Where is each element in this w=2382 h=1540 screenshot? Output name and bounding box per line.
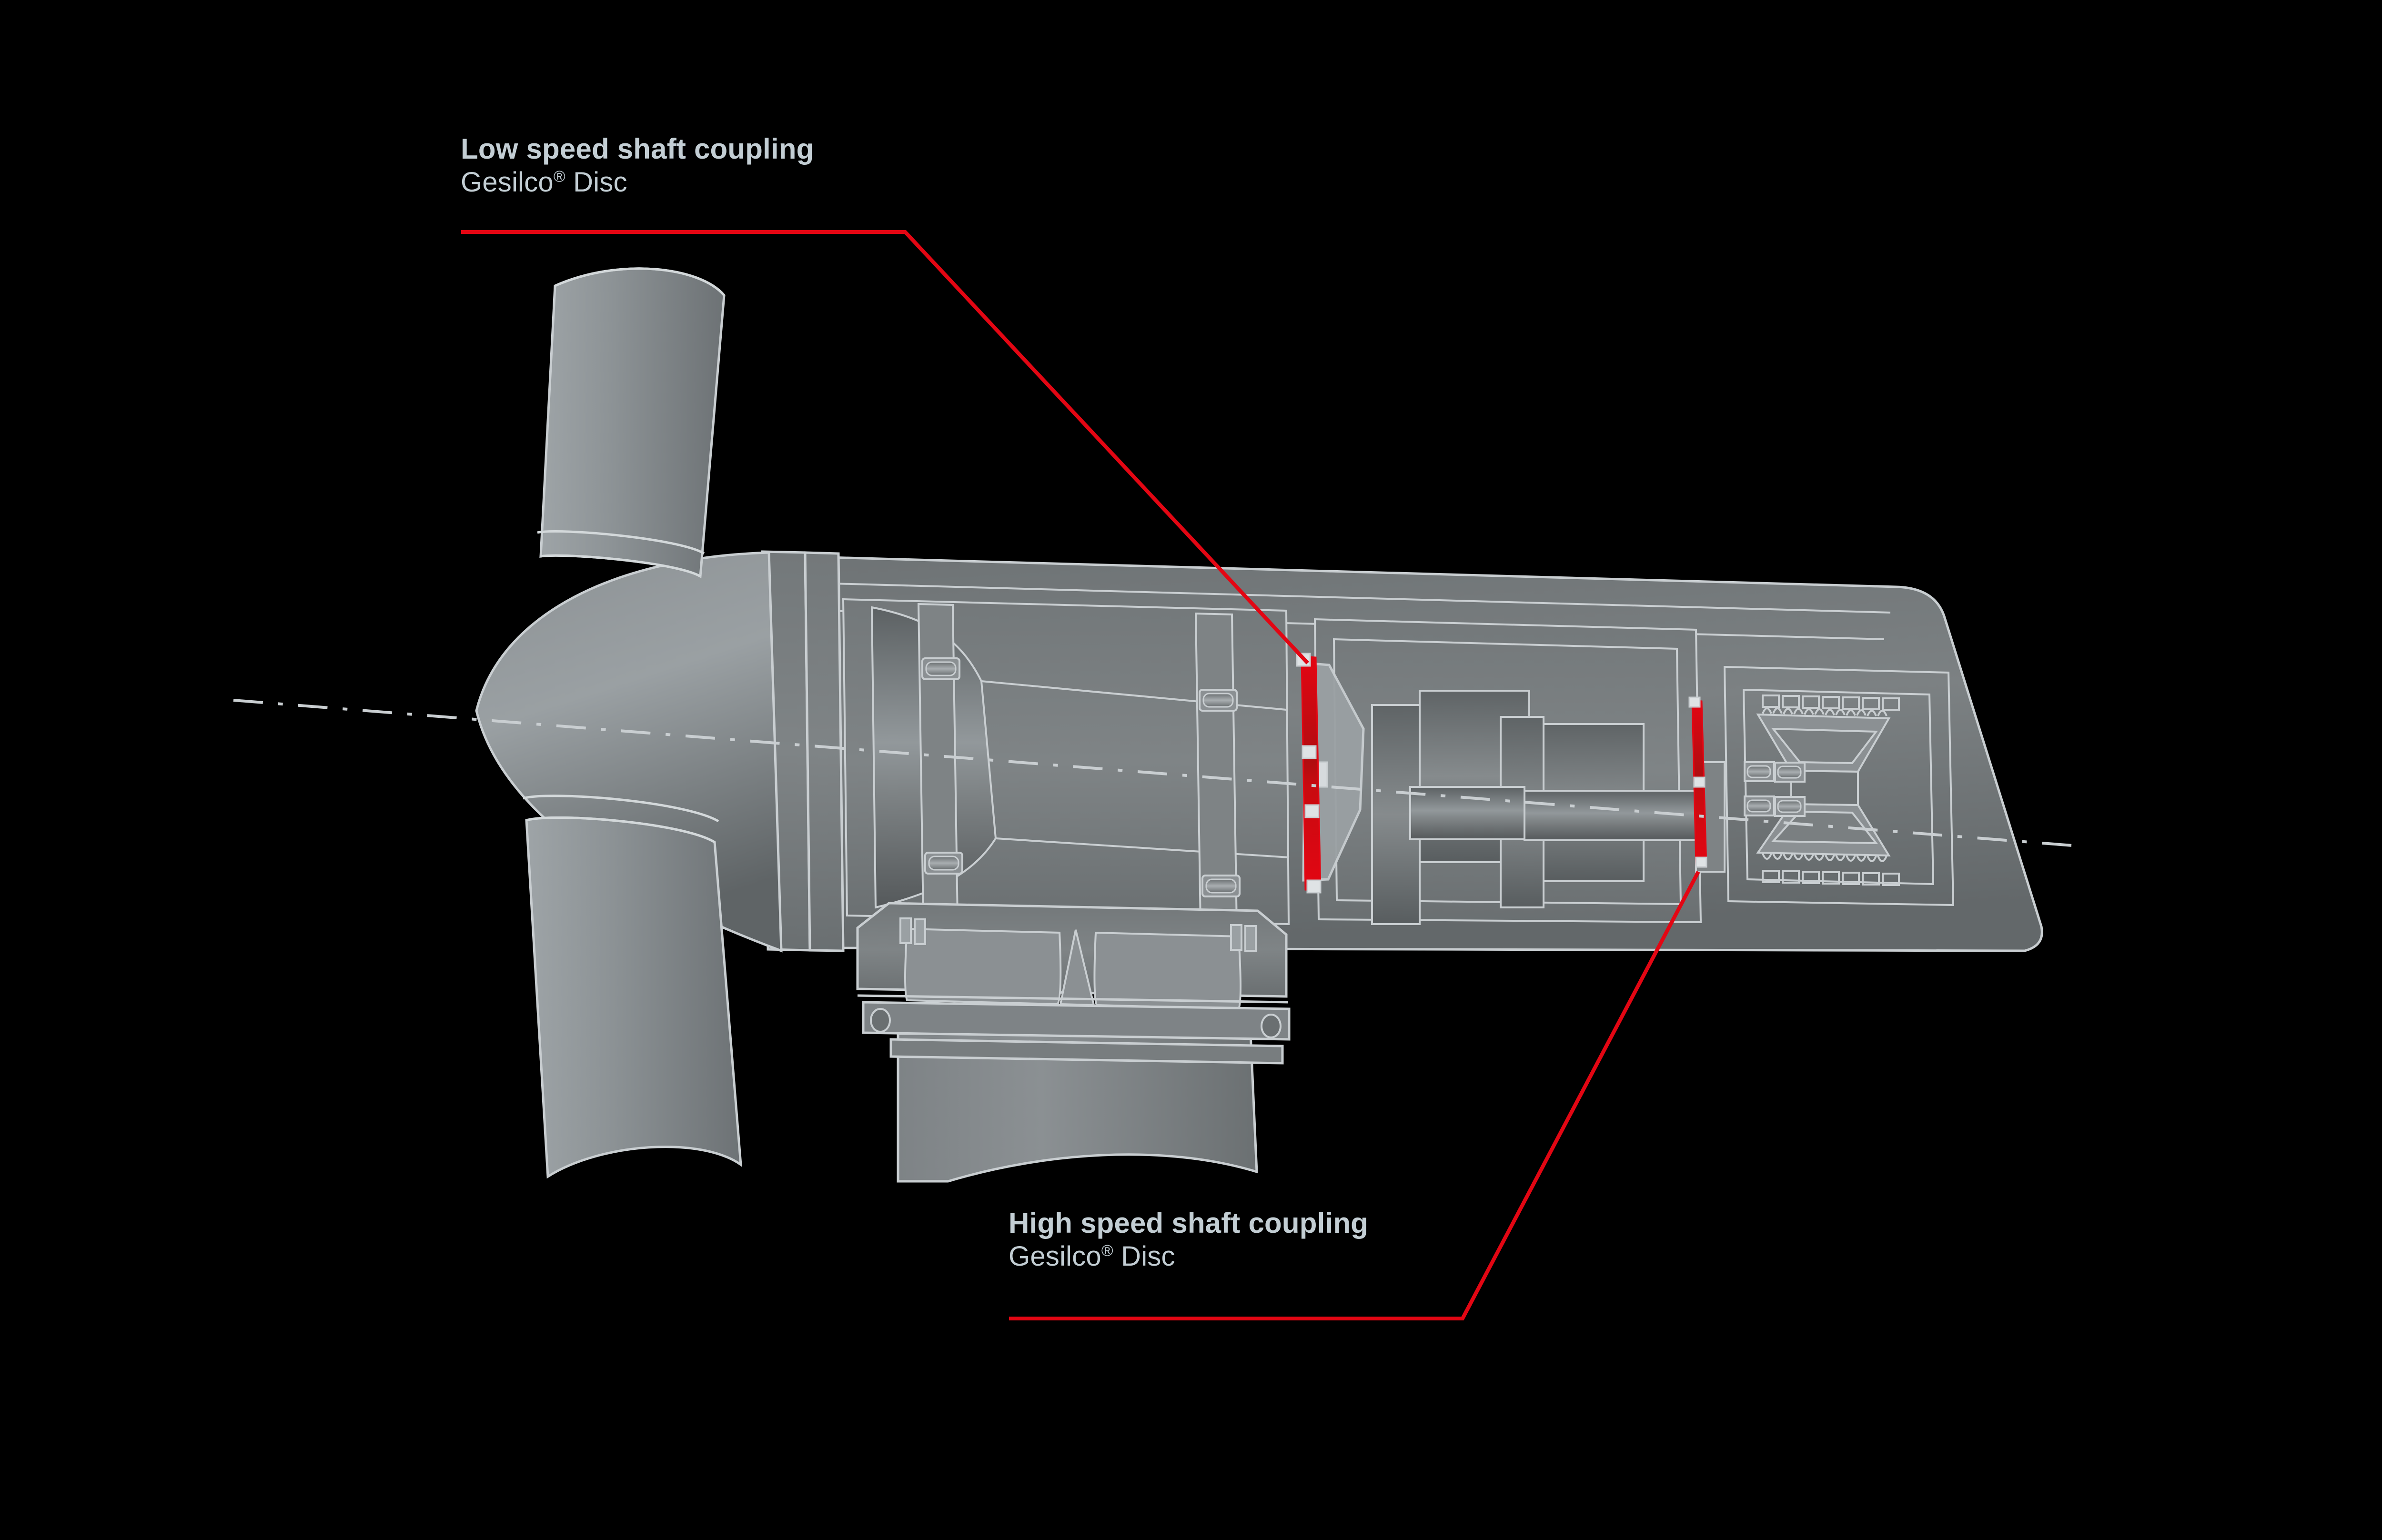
- callout-low-speed-title: Low speed shaft coupling: [461, 133, 814, 165]
- leader-line-low-speed: [461, 230, 1309, 664]
- high-speed-coupling-disc[interactable]: [1688, 696, 1707, 868]
- nacelle-internals: [842, 598, 1955, 928]
- generator-bearing-set: [1744, 761, 1806, 817]
- registered-trademark-icon: ®: [553, 168, 565, 186]
- bed-frame: [856, 902, 1289, 1010]
- callout-high-speed-subtitle: Gesilco® Disc: [1009, 1240, 1368, 1273]
- callout-low-speed-product: Disc: [565, 166, 627, 198]
- blade-root-upper: [537, 267, 726, 579]
- callout-high-speed: High speed shaft coupling Gesilco® Disc: [1009, 1207, 1368, 1273]
- callout-low-speed: Low speed shaft coupling Gesilco® Disc: [461, 132, 814, 199]
- callout-high-speed-title: High speed shaft coupling: [1009, 1207, 1369, 1239]
- rotor-hub: [761, 550, 845, 952]
- callout-high-speed-brand: Gesilco: [1009, 1240, 1101, 1272]
- callout-low-speed-subtitle: Gesilco® Disc: [461, 166, 814, 199]
- tower-top: [897, 1032, 1258, 1183]
- generator: [1723, 665, 1955, 906]
- low-speed-coupling-disc[interactable]: [1296, 653, 1322, 894]
- main-bearing-rear: [1194, 612, 1241, 928]
- rotor-axis-centerline: [233, 699, 2073, 847]
- callout-low-speed-brand: Gesilco: [461, 166, 554, 198]
- callout-high-speed-product: Disc: [1113, 1240, 1175, 1272]
- registered-trademark-icon: ®: [1101, 1242, 1113, 1260]
- generator-stator-windings: [1744, 695, 1900, 886]
- blade-root-lower: [523, 795, 742, 1179]
- yaw-bearing: [862, 1001, 1291, 1065]
- main-bearing-front: [917, 603, 963, 921]
- leader-line-high-speed: [1009, 871, 1700, 1320]
